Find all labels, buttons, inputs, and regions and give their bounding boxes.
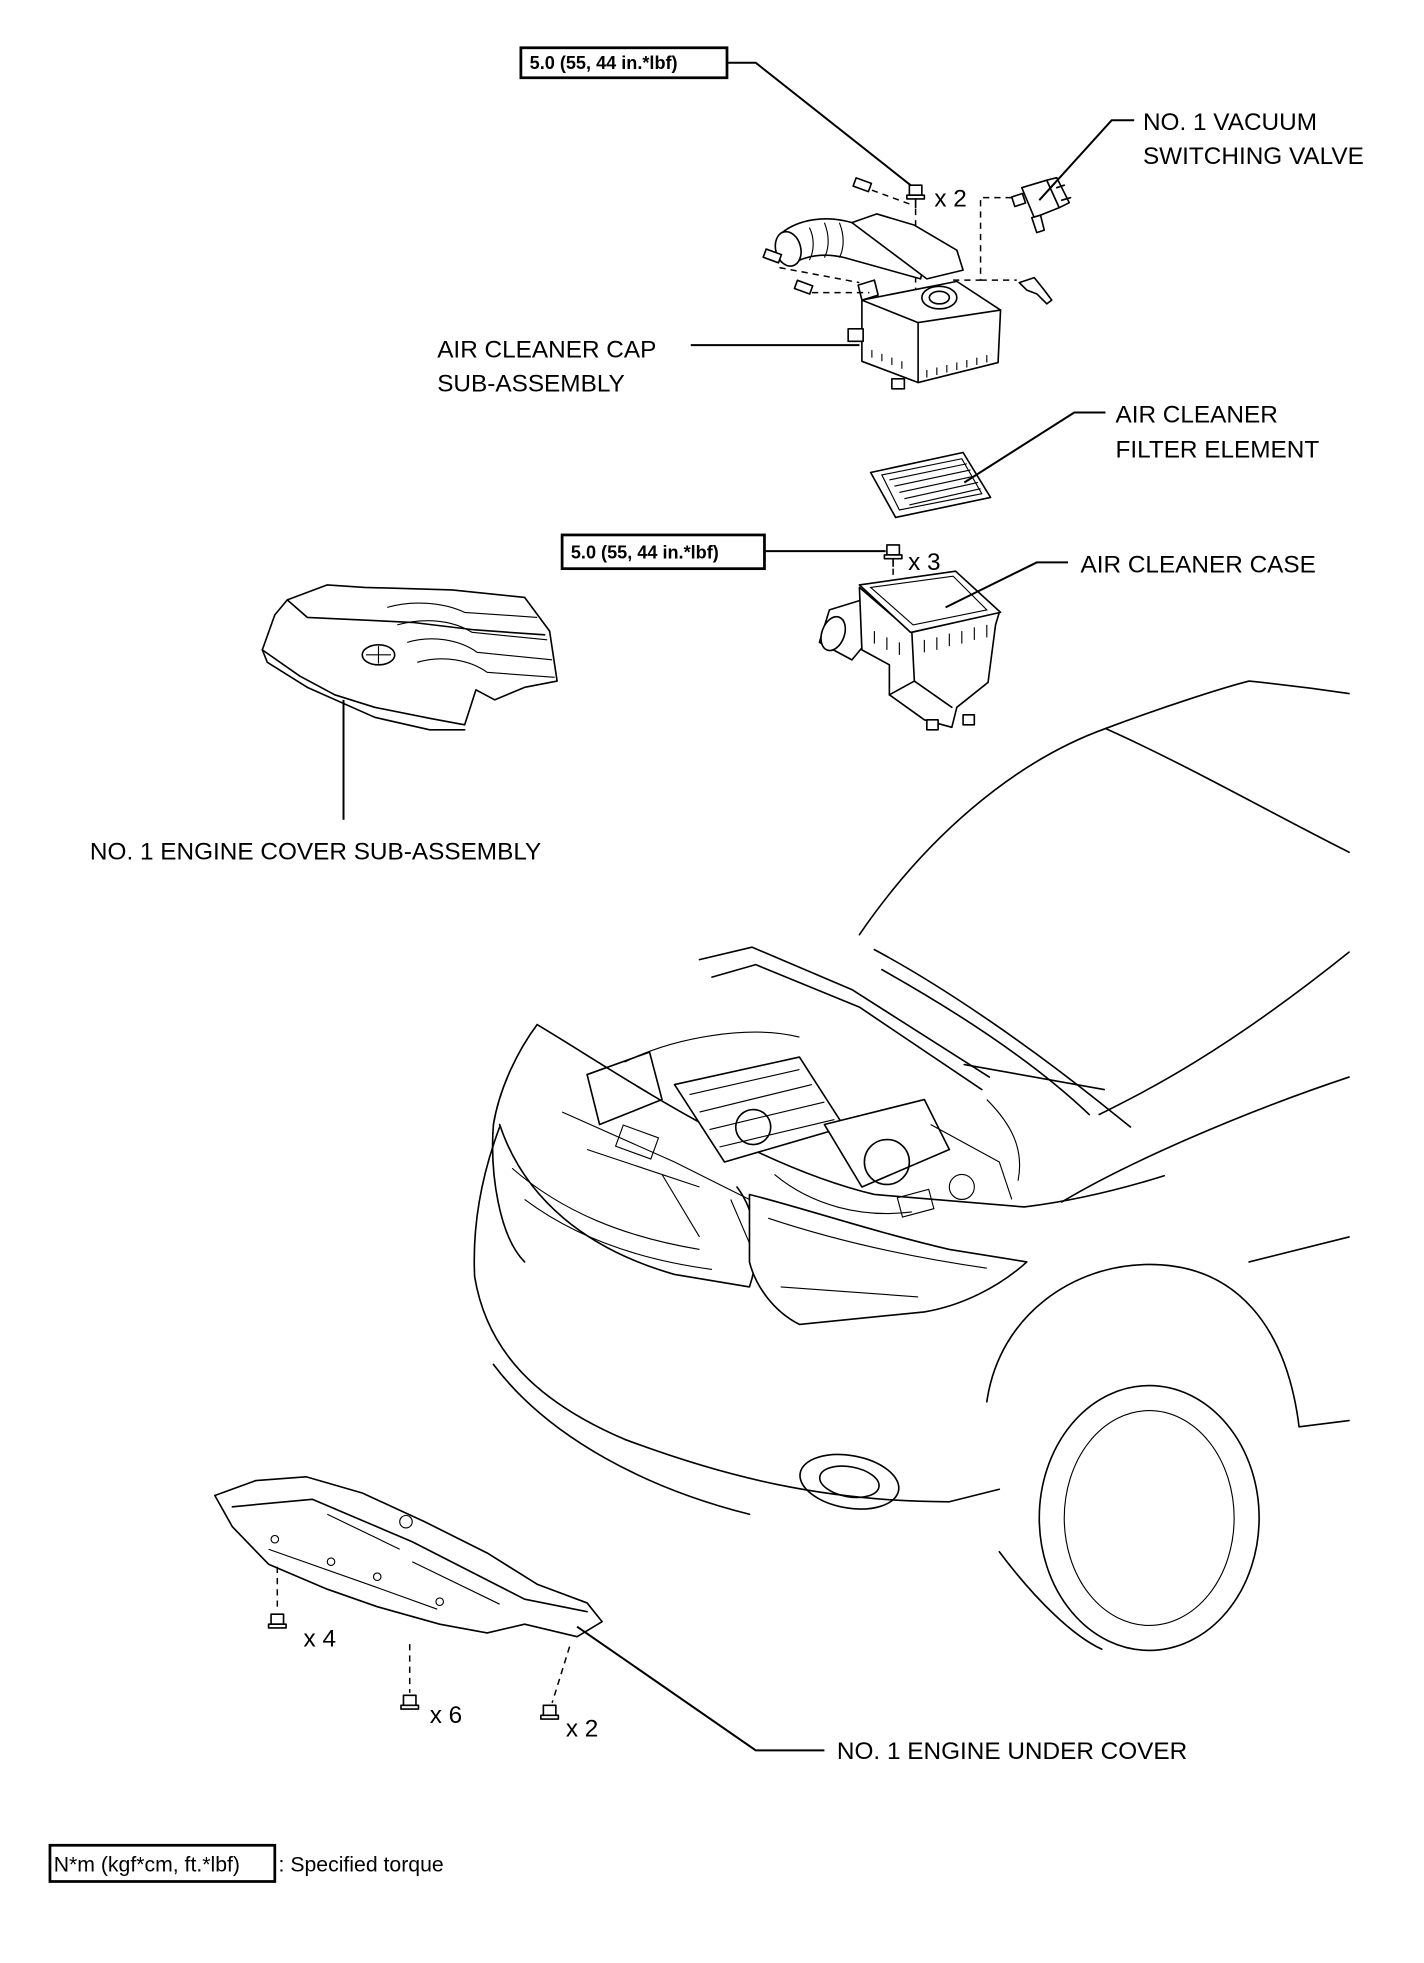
leader-line [1038, 119, 1135, 201]
torque-box [519, 46, 729, 80]
cap-bolt-icon [906, 184, 926, 209]
vacuum-hose-drawing [1018, 276, 1053, 305]
under-cover-bolt-right-icon [540, 1704, 560, 1720]
svg-text:AIR CLEANER CAP: AIR CLEANER CAP [437, 337, 656, 364]
svg-text:AIR CLEANER: AIR CLEANER [1115, 402, 1277, 429]
fog-light [799, 1453, 900, 1510]
legend-box [48, 1843, 277, 1883]
torque-callout-case: 5.0 (55, 44 in.*lbf) [560, 533, 886, 571]
torque-callout-cap: 5.0 (55, 44 in.*lbf) [519, 46, 912, 186]
legend-symbol: N*m (kgf*cm, ft.*lbf) [54, 1854, 240, 1877]
under-cover-bolt-dashed-lines [276, 1566, 571, 1704]
air-cleaner-filter-drawing [869, 451, 992, 519]
hose-clip-icons [762, 177, 873, 295]
air-cleaner-cap-label: AIR CLEANER CAP SUB-ASSEMBLY [437, 337, 860, 397]
under-cover-bolt-right-quantity: x 2 [566, 1716, 598, 1743]
air-cleaner-cap-drawing [774, 213, 1002, 390]
torque-value: 5.0 (55, 44 in.*lbf) [571, 543, 719, 563]
legend-description: : Specified torque [279, 1854, 444, 1877]
tire [1038, 1384, 1260, 1652]
leader-line [963, 411, 1106, 484]
svg-text:AIR CLEANER CASE: AIR CLEANER CASE [1080, 551, 1315, 578]
case-bolt-icon [883, 544, 903, 567]
under-cover-bolt-middle-icon [400, 1694, 420, 1710]
engine-cover-drawing [261, 584, 558, 731]
svg-text:SWITCHING VALVE: SWITCHING VALVE [1143, 143, 1364, 170]
vacuum-valve-label: NO. 1 VACUUM SWITCHING VALVE [1038, 109, 1364, 201]
svg-text:NO. 1 VACUUM: NO. 1 VACUUM [1143, 109, 1317, 136]
svg-text:FILTER ELEMENT: FILTER ELEMENT [1115, 436, 1319, 463]
valve-dashed-line [949, 196, 1017, 281]
air-cleaner-case-drawing [818, 570, 1002, 731]
leader-line [576, 1625, 825, 1752]
under-cover-bolt-left-quantity: x 4 [304, 1626, 336, 1653]
leader-line [726, 61, 912, 186]
air-cleaner-filter-label: AIR CLEANER FILTER ELEMENT [963, 402, 1319, 484]
torque-legend: N*m (kgf*cm, ft.*lbf) : Specified torque [48, 1843, 444, 1883]
svg-text:SUB-ASSEMBLY: SUB-ASSEMBLY [437, 370, 625, 397]
vehicle-front-drawing [473, 680, 1350, 1652]
engine-under-cover-label: NO. 1 ENGINE UNDER COVER [576, 1625, 1187, 1765]
clip-dashed-lines [779, 189, 910, 294]
svg-text:NO. 1 ENGINE COVER SUB-ASSEMBL: NO. 1 ENGINE COVER SUB-ASSEMBLY [90, 839, 541, 866]
torque-box [560, 533, 766, 571]
engine-under-cover-drawing [214, 1475, 603, 1638]
cap-bolt-quantity: x 2 [934, 185, 966, 212]
air-cleaner-case-label: AIR CLEANER CASE [945, 551, 1316, 609]
under-cover-bolt-left-icon [267, 1613, 287, 1629]
svg-text:NO. 1 ENGINE UNDER COVER: NO. 1 ENGINE UNDER COVER [837, 1738, 1187, 1765]
case-bolt-quantity: x 3 [908, 549, 940, 576]
vacuum-switching-valve-drawing [1010, 176, 1072, 234]
engine-cover-label: NO. 1 ENGINE COVER SUB-ASSEMBLY [90, 699, 541, 866]
leader-line [945, 561, 1068, 609]
torque-value: 5.0 (55, 44 in.*lbf) [530, 53, 678, 73]
under-cover-bolt-middle-quantity: x 6 [430, 1702, 462, 1729]
